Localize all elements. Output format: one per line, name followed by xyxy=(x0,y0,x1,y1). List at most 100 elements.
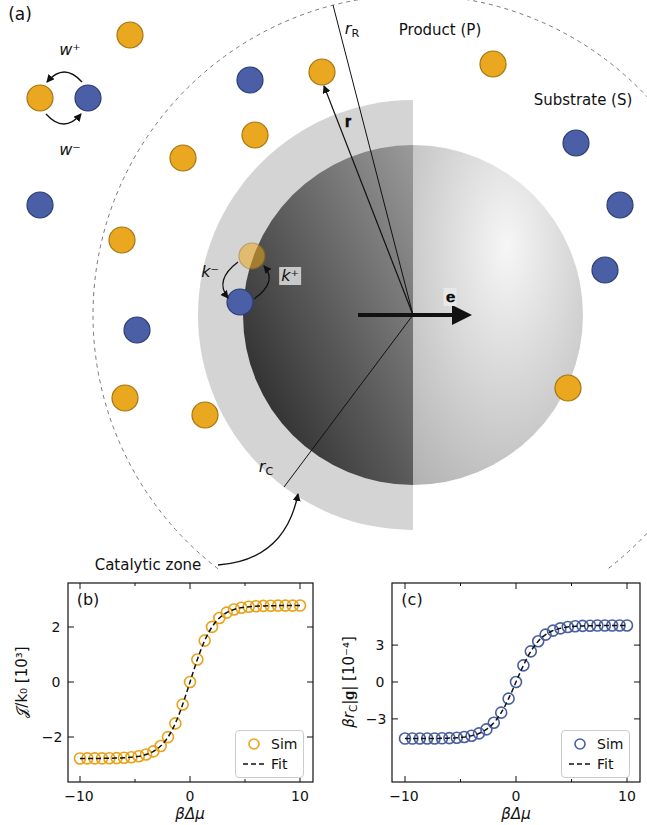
tick xyxy=(460,779,461,782)
rate-label: w⁺ xyxy=(59,42,81,58)
tick xyxy=(80,583,81,589)
tick xyxy=(307,627,313,628)
circle-marker-sample xyxy=(242,737,266,751)
tick xyxy=(405,583,406,589)
particle-label: Substrate (S) xyxy=(534,93,633,108)
tick xyxy=(516,583,517,589)
tick xyxy=(68,682,74,683)
tick xyxy=(634,645,640,646)
subscript: C xyxy=(265,465,273,478)
tick xyxy=(190,583,191,589)
tick xyxy=(68,737,74,738)
circle-marker-sample xyxy=(568,737,592,751)
tick xyxy=(135,583,136,586)
position-vector xyxy=(324,86,413,315)
label-part: |𝐠| [10⁻⁴] xyxy=(340,636,358,705)
sim-marker xyxy=(199,635,210,646)
tick-label: 3 xyxy=(376,638,385,652)
sim-marker xyxy=(163,732,174,743)
tick xyxy=(627,583,628,589)
plot-frame xyxy=(68,583,313,782)
tick xyxy=(80,776,81,782)
subscript: R xyxy=(351,27,359,40)
rate-label: k⁺ xyxy=(279,267,301,285)
tick-label: −10 xyxy=(389,789,419,803)
sim-marker xyxy=(170,718,181,729)
tick xyxy=(307,682,313,683)
tick xyxy=(634,682,640,683)
legend-row: Fit xyxy=(242,754,297,774)
tick-label: 0 xyxy=(186,789,195,803)
panel-label: (c) xyxy=(401,592,422,608)
substrate-particles xyxy=(27,67,633,343)
legend-row: Fit xyxy=(568,754,623,774)
legend-box: SimFit xyxy=(561,730,630,778)
tick-label: −10 xyxy=(64,789,94,803)
reaction-arrows xyxy=(46,72,298,565)
axis-label: βΔμ xyxy=(175,807,204,822)
tick-label: −2 xyxy=(42,730,63,744)
orientation-arrow xyxy=(358,313,456,317)
tick xyxy=(68,627,74,628)
dashed-line-sample xyxy=(242,757,266,771)
sim-marker xyxy=(525,646,536,657)
tick-label: −3 xyxy=(366,712,387,726)
orientation-arrowhead xyxy=(452,305,472,325)
plot-frame xyxy=(392,583,640,782)
label-part: β xyxy=(340,718,358,728)
radius-label: rC xyxy=(259,459,273,477)
dashed-line-sample xyxy=(568,757,592,771)
sim-marker xyxy=(518,660,529,671)
panel-label: (b) xyxy=(77,592,100,608)
zone-label: Catalytic zone xyxy=(95,558,202,573)
tick-label: 10 xyxy=(618,789,636,803)
tick xyxy=(405,776,406,782)
tick xyxy=(634,718,640,719)
label-part: r xyxy=(345,19,352,38)
tick xyxy=(571,779,572,782)
tick xyxy=(307,737,313,738)
tick-label: 0 xyxy=(376,675,385,689)
panel-label: (a) xyxy=(8,6,32,23)
radius-line xyxy=(284,315,413,487)
vector-label: 𝐫 xyxy=(345,114,351,130)
vector-label: 𝐞 xyxy=(444,288,457,306)
legend-box: SimFit xyxy=(235,730,304,778)
tick xyxy=(460,583,461,586)
radius-label: rR xyxy=(345,21,359,39)
reservoir-boundary xyxy=(93,0,647,570)
tick xyxy=(135,779,136,782)
particle-label: Product (P) xyxy=(399,23,481,38)
tick xyxy=(392,682,398,683)
product-particles xyxy=(27,22,581,428)
tick-label: 0 xyxy=(52,675,61,689)
tick xyxy=(516,776,517,782)
tick xyxy=(571,583,572,586)
legend-text: Sim xyxy=(271,736,297,752)
axis-label: 𝒥/k₀ [10³] xyxy=(15,646,30,717)
label-part: r xyxy=(340,712,358,718)
tick-label: 10 xyxy=(291,789,309,803)
label-part: 𝒥/k₀ [10³] xyxy=(13,646,31,717)
tick xyxy=(245,583,246,586)
axis-label: βΔμ xyxy=(501,807,530,822)
legend-row: Sim xyxy=(568,734,623,754)
legend-text: Sim xyxy=(597,736,623,752)
tick xyxy=(245,779,246,782)
legend-row: Sim xyxy=(242,734,297,754)
legend-text: Fit xyxy=(271,756,287,772)
fit-curve xyxy=(405,625,627,738)
radius-line xyxy=(333,5,413,315)
tick-label: 2 xyxy=(52,620,61,634)
tick-label: 0 xyxy=(512,789,521,803)
axis-label: βrC|𝐠| [10⁻⁴] xyxy=(342,636,358,728)
legend-text: Fit xyxy=(597,756,613,772)
subscript: C xyxy=(347,705,359,712)
label-part: r xyxy=(259,457,266,476)
rate-label: w⁻ xyxy=(59,142,81,158)
rate-label: k⁻ xyxy=(201,264,219,280)
tick xyxy=(300,583,301,589)
